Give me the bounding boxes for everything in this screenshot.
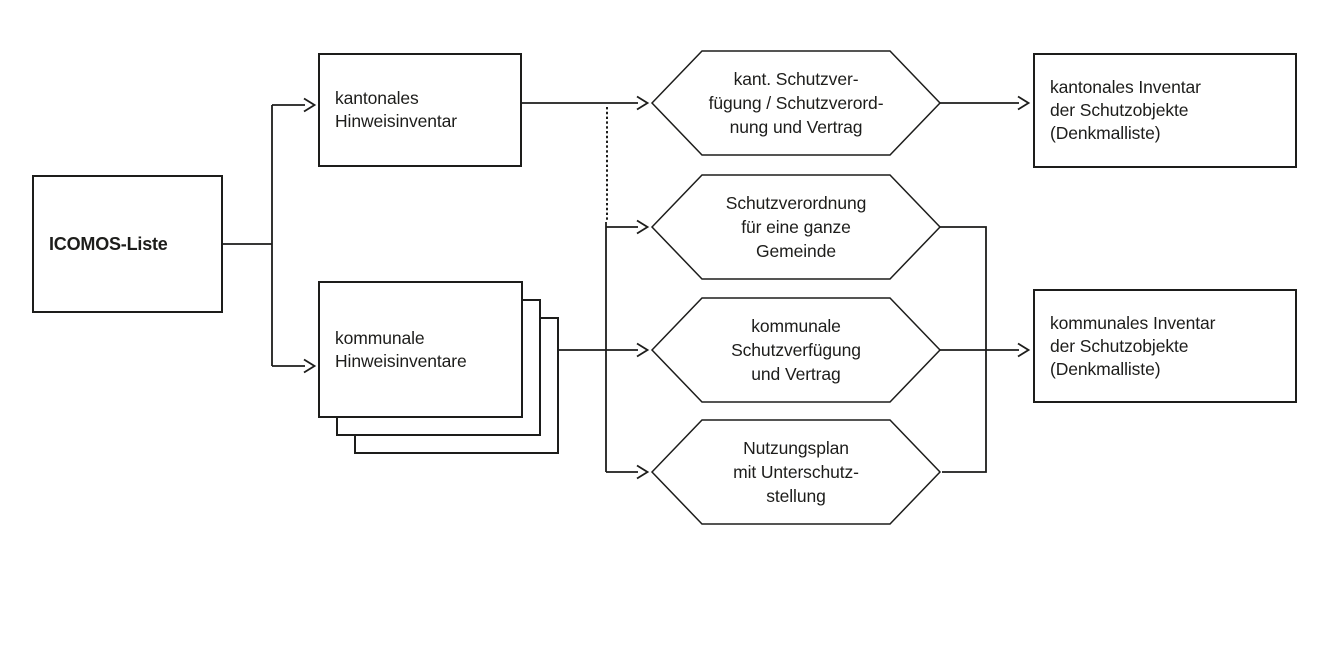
- hexagon-kant-schutzverfuegung: [650, 50, 942, 156]
- nutzungsplan-label: Nutzungsplan mit Unterschutz- stellung: [733, 438, 859, 506]
- hexagon-schutzverordnung-gemeinde: [650, 174, 942, 280]
- arrow-stack-to-kommunale-schutzverfuegung-hexagon: [559, 342, 650, 358]
- arrow-to-kommunales-inventar: [940, 342, 1031, 358]
- kommunale-schutzverfuegung-label: kommunale Schutzverfügung und Vertrag: [731, 316, 861, 384]
- kommunales-inventar-label: kommunales Inventar der Schutzobjekte (D…: [1050, 312, 1216, 379]
- kantonales-inventar-box: kantonales Inventar der Schutzobjekte (D…: [1033, 53, 1297, 168]
- stack-front-box: kommunale Hinweisinventare: [318, 281, 523, 418]
- arrow-to-kantonales-inventar: [940, 95, 1031, 111]
- hexagon-nutzungsplan: [650, 419, 942, 525]
- icomos-branch-line: [223, 105, 273, 366]
- arrow-to-kantonales-hinweisinventar: [272, 97, 317, 113]
- arrow-to-kommunale-hinweisinventare: [272, 358, 317, 374]
- kant-schutzverfuegung-label: kant. Schutzver- fügung / Schutzverord- …: [708, 69, 884, 137]
- arrow-to-nutzungsplan-hexagon: [606, 464, 650, 480]
- schutzverordnung-gemeinde-label: Schutzverordnung für eine ganze Gemeinde: [725, 193, 867, 261]
- kantonales-hinweisinventar-box: kantonales Hinweisinventar: [318, 53, 522, 167]
- arrow-to-schutzverordnung-hexagon: [606, 219, 650, 235]
- icomos-liste-box: ICOMOS-Liste: [32, 175, 223, 313]
- kommunale-hinweisinventare-label: kommunale Hinweisinventare: [335, 327, 467, 371]
- arrow-kantonales-to-schutzverfuegung-hexagon: [522, 95, 650, 111]
- kommunales-inventar-box: kommunales Inventar der Schutzobjekte (D…: [1033, 289, 1297, 403]
- kantonales-hinweisinventar-label: kantonales Hinweisinventar: [335, 88, 458, 131]
- kantonales-inventar-label: kantonales Inventar der Schutzobjekte (D…: [1050, 77, 1201, 143]
- hexagon-kommunale-schutzverfuegung: [650, 297, 942, 403]
- icomos-liste-label: ICOMOS-Liste: [49, 233, 168, 254]
